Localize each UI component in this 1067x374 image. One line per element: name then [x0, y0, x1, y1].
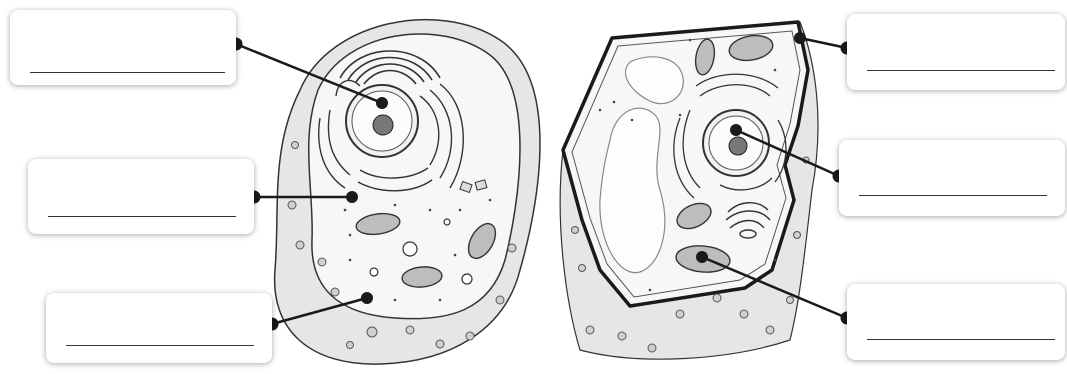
- label-box-2: [28, 159, 254, 234]
- pointer-dot-5-end: [732, 126, 741, 135]
- pointer-dot-3-end: [363, 294, 372, 303]
- pointer-dot-2-end: [348, 193, 357, 202]
- answer-line-4: [867, 70, 1055, 71]
- plant-cell-icon: [560, 22, 818, 359]
- label-box-6: [847, 284, 1065, 360]
- answer-line-2: [48, 216, 236, 217]
- label-input-3[interactable]: [66, 321, 256, 343]
- label-box-5: [839, 140, 1065, 216]
- pointer-dot-4-end: [796, 34, 805, 43]
- answer-line-3: [66, 345, 254, 346]
- label-box-1: [10, 10, 236, 85]
- label-input-5[interactable]: [859, 170, 1044, 192]
- label-box-4: [847, 14, 1065, 90]
- pointer-dot-6-end: [698, 253, 707, 262]
- answer-line-1: [30, 72, 225, 73]
- left-nucleolus: [373, 115, 393, 135]
- pointer-dot-1-end: [378, 99, 387, 108]
- label-input-2[interactable]: [48, 192, 238, 214]
- right-nucleolus: [729, 137, 747, 155]
- answer-line-6: [867, 339, 1055, 340]
- label-input-1[interactable]: [30, 46, 220, 68]
- label-input-6[interactable]: [867, 314, 1052, 336]
- label-box-3: [46, 293, 272, 363]
- label-input-4[interactable]: [867, 46, 1052, 68]
- answer-line-5: [859, 195, 1047, 196]
